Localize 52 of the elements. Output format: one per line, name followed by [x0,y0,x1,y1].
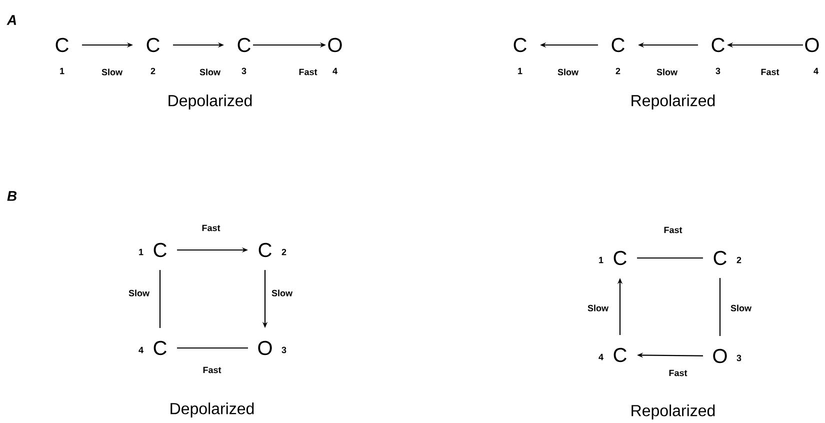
edge-label: Slow [272,290,293,296]
state-letter: C [56,38,68,52]
state-number: 4 [138,346,144,354]
state-number: 3 [242,68,246,74]
state-number: 2 [736,256,742,264]
state-letter: C [614,348,626,362]
state-number: 3 [736,354,742,362]
state-caption: Repolarized [632,404,715,420]
state-letter: C [154,242,166,258]
state-letter: O [713,348,727,364]
state-number: 3 [716,68,720,74]
edge-label: Slow [200,68,221,76]
state-letter: C [712,38,724,52]
state-letter: C [514,38,526,52]
edge-label: Fast [203,366,222,374]
state-number: 4 [814,68,818,74]
edge-label: Fast [761,68,780,76]
state-letter: C [258,242,272,258]
edge-label: Fast [299,68,318,76]
state-number: 1 [60,68,64,74]
state-letter: C [238,38,250,52]
state-number: 1 [599,256,604,264]
edge-label: Slow [588,304,609,312]
state-letter: C [714,250,726,266]
state-number: 1 [139,248,144,256]
panel-letter: A [6,15,16,25]
state-number: 2 [282,248,286,256]
state-number: 4 [598,354,604,360]
panel-letter: B [7,191,17,201]
edge-label: Fast [202,224,220,232]
state-letter: C [146,38,160,52]
state-letter: O [805,38,819,52]
state-number: 4 [332,68,338,74]
state-caption: Repolarized [632,94,715,110]
edge-label: Fast [664,226,682,234]
state-letter: O [258,340,272,356]
state-letter: C [612,38,624,52]
state-letter: C [614,250,626,266]
edge-label: Slow [656,68,678,76]
state-caption: Depolarized [170,402,254,418]
edge-label: Slow [102,68,123,76]
state-number: 2 [616,68,620,74]
state-number: 1 [518,68,522,74]
state-number: 3 [282,346,286,354]
state-letter: O [328,38,342,52]
edge-label: Slow [128,290,150,296]
state-caption: Depolarized [168,94,252,110]
state-letter: C [154,340,166,356]
edge-label: Slow [730,304,752,312]
state-number: 2 [150,68,156,74]
edge-label: Slow [558,68,579,76]
edge-label: Fast [669,370,688,376]
